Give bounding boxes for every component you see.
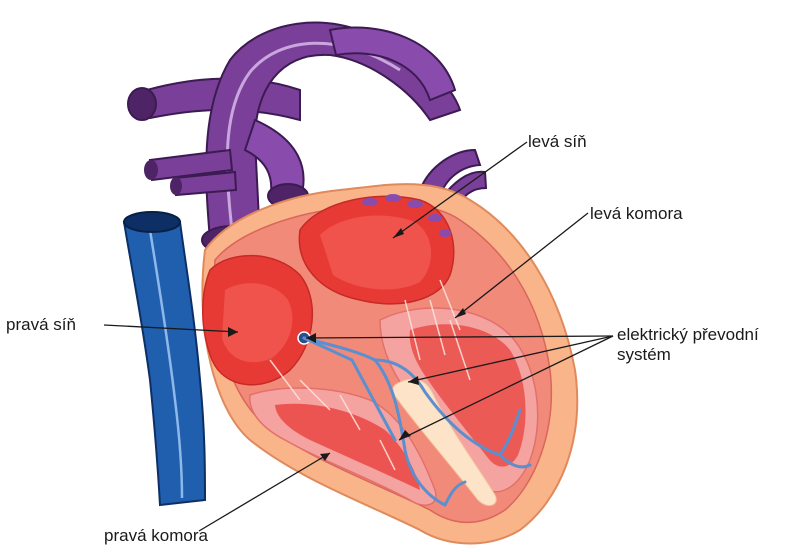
label-conduction-line1: elektrický převodní [617,325,759,345]
label-right-atrium: pravá síň [6,315,76,335]
label-conduction-line2: systém [617,345,671,365]
vena-cava [124,212,205,505]
vena-cava-opening [124,212,180,232]
leader-right-ventricle [199,453,330,531]
vessel-opening-left [128,88,156,120]
label-right-ventricle: pravá komora [104,526,208,546]
label-left-ventricle: levá komora [590,204,683,224]
heart-body [202,184,577,543]
label-left-atrium: levá síň [528,132,587,152]
vena-cava-tube [124,222,205,505]
